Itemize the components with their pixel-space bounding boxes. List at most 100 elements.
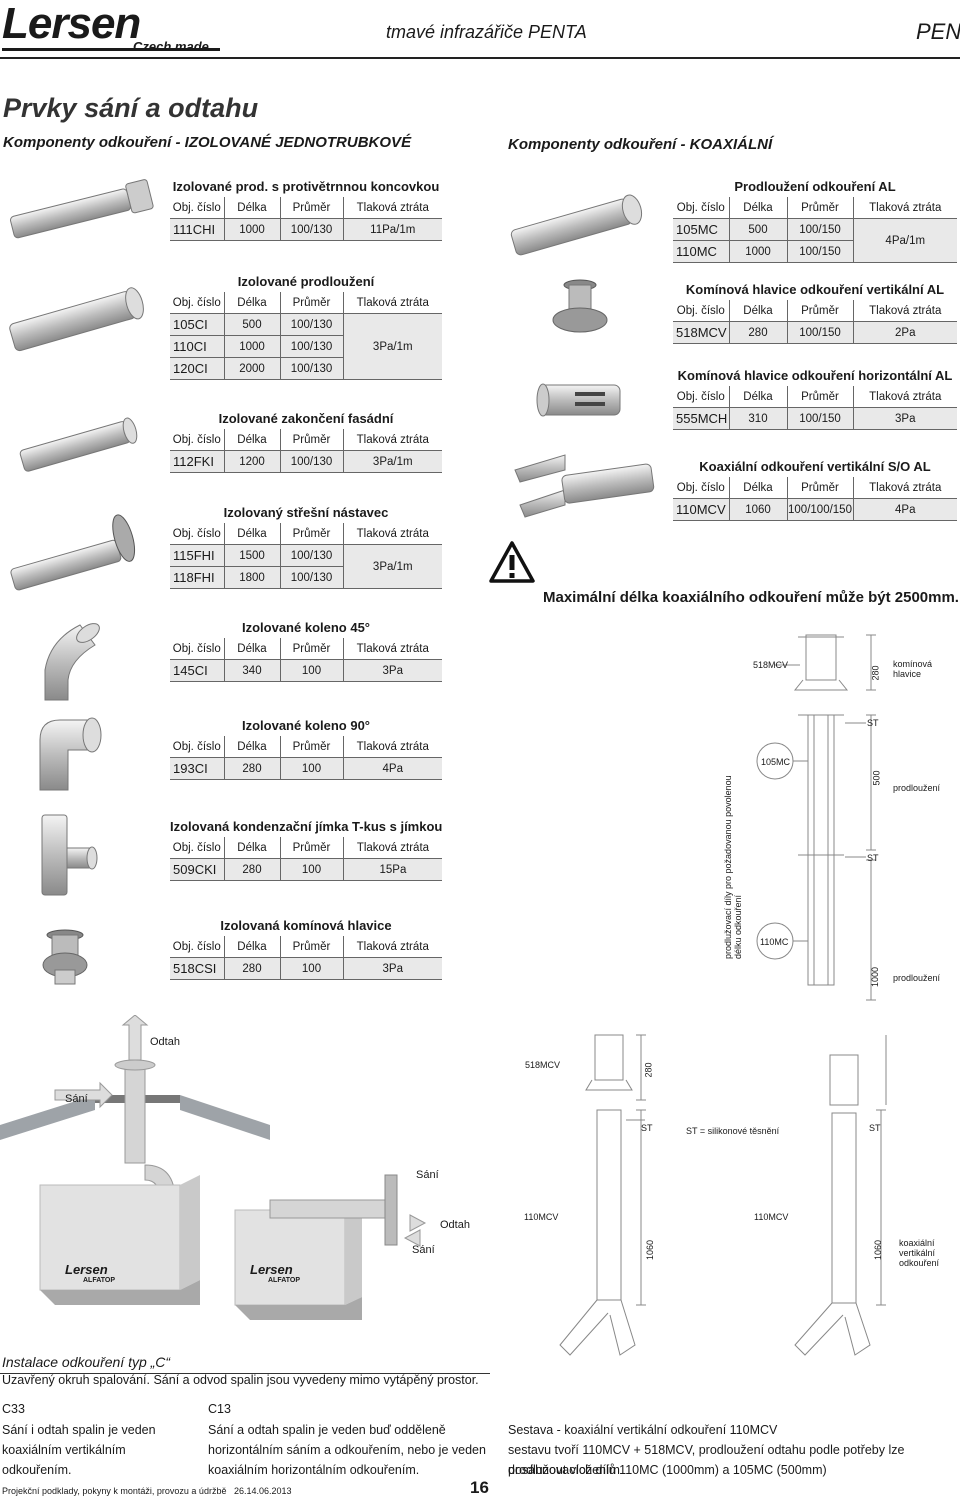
elbow-45-image	[44, 623, 100, 701]
label-st-legend: ST = silikonové těsnění	[686, 1126, 780, 1136]
unit-sub-2: ALFATOP	[268, 1277, 301, 1284]
col-loss: Tlaková ztráta	[343, 736, 442, 758]
col-loss: Tlaková ztráta	[853, 300, 957, 322]
label-b-pipe-desc: koaxiální vertikální odkouření	[899, 1238, 940, 1268]
col-obj: Obj. číslo	[673, 300, 730, 322]
row-dia: 100/130	[280, 218, 344, 241]
table-vertical-head: Komínová hlavice odkouření vertikální AL…	[673, 278, 957, 344]
set-line-2: prodlužovacích dílů 110MC (1000mm) a 105…	[508, 1463, 827, 1477]
so-pipe-image	[514, 454, 655, 518]
col-dia: Průměr	[280, 936, 344, 958]
page-title: Prvky sání a odtahu	[3, 93, 259, 123]
table-title: Koaxiální odkouření vertikální S/O AL	[699, 458, 931, 474]
c33-title: C33	[2, 1402, 25, 1416]
col-obj: Obj. číslo	[170, 523, 225, 545]
col-dia: Průměr	[280, 837, 344, 859]
col-dia: Průměr	[280, 736, 344, 758]
table-title: Komínová hlavice odkouření horizontální …	[677, 367, 953, 383]
col-obj: Obj. číslo	[673, 197, 730, 219]
row-dia: 100/130	[280, 357, 344, 380]
col-len: Délka	[224, 837, 281, 859]
c13-line-1: Sání a odtah spalin je veden buď oddělen…	[208, 1423, 446, 1437]
row-loss: 3Pa/1m	[343, 450, 442, 473]
table-111chi: Izolované prod. s protivětrnnou koncovko…	[170, 175, 442, 241]
table-title: Prodloužení odkouření AL	[734, 178, 896, 194]
row-len: 1800	[224, 566, 281, 589]
product-code: PEN	[916, 19, 960, 44]
row-code: 111CHI	[170, 218, 225, 241]
row-code: 193CI	[170, 757, 225, 780]
row-loss: 4Pa/1m	[853, 218, 957, 263]
table-title: Izolované zakončení fasádní	[218, 410, 394, 426]
row-len: 280	[729, 321, 788, 344]
label-head-desc: komínová hlavice	[893, 659, 933, 679]
page-number: 16	[470, 1478, 489, 1497]
row-dia: 100/150	[787, 240, 854, 263]
col-obj: Obj. číslo	[170, 197, 225, 219]
label-odtah-2: Odtah	[440, 1219, 470, 1231]
product-images-left	[9, 179, 154, 985]
col-dia: Průměr	[787, 386, 854, 408]
col-dia: Průměr	[787, 477, 854, 499]
set-title: Sestava - koaxiální vertikální odkouření…	[508, 1423, 778, 1437]
row-dia: 100	[280, 957, 344, 980]
row-len: 500	[729, 218, 788, 241]
col-dia: Průměr	[280, 523, 344, 545]
col-len: Délka	[224, 292, 281, 314]
label-ext1-len: 500	[871, 770, 882, 786]
row-code: 110MC	[673, 240, 730, 263]
label-ext2-len: 1000	[870, 966, 881, 988]
set-line-1: sestavu tvoří 110MCV + 518MCV, prodlouže…	[508, 1443, 905, 1477]
row-dia: 100	[280, 757, 344, 780]
col-loss: Tlaková ztráta	[853, 197, 957, 219]
col-loss: Tlaková ztráta	[343, 837, 443, 859]
pipe-112fki-image	[19, 417, 138, 472]
row-len: 1000	[729, 240, 788, 263]
row-loss: 3Pa	[343, 957, 442, 980]
col-len: Délka	[224, 197, 281, 219]
table-title: Izolovaná kondenzační jímka T-kus s jímk…	[170, 818, 443, 834]
col-len: Délka	[224, 429, 281, 451]
unit-logo-2: Lersen	[250, 1262, 293, 1277]
table-title: Izolované prodloužení	[237, 273, 375, 289]
table-coax-vertical: Koaxiální odkouření vertikální S/O AL Ob…	[673, 455, 957, 521]
left-section-title: Komponenty odkouření - IZOLOVANÉ JEDNOTR…	[3, 134, 412, 151]
right-section-title: Komponenty odkouření - KOAXIÁLNÍ	[508, 136, 773, 153]
label-st-2: ST	[867, 853, 879, 863]
label-ext2: 110MC	[760, 937, 789, 947]
label-ext1: 105MC	[761, 757, 791, 767]
row-code: 518CSI	[170, 957, 225, 980]
install-type-title: Instalace odkouření typ „C“	[2, 1354, 171, 1370]
t-piece-image	[41, 814, 98, 896]
row-dia: 100/150	[787, 218, 854, 241]
c33-line-2: koaxiálním vertikálním	[2, 1443, 126, 1457]
row-dia: 100/130	[280, 450, 344, 473]
row-len: 1000	[224, 335, 281, 358]
table-title: Izolované koleno 90°	[241, 717, 370, 733]
row-len: 1060	[729, 498, 788, 521]
col-len: Délka	[224, 936, 281, 958]
row-len: 280	[224, 757, 281, 780]
label-sani-1: Sání	[65, 1093, 88, 1105]
label-head-len: 280	[870, 665, 881, 681]
label-b-st-2: ST	[869, 1123, 881, 1133]
horizontal-head-image	[536, 383, 621, 417]
c13-title: C13	[208, 1402, 231, 1416]
row-len: 2000	[224, 357, 281, 380]
label-b-pipe-len-1: 1060	[645, 1239, 656, 1261]
label-b-head: 518MCV	[525, 1060, 561, 1070]
label-vertical-note: prodlužovací díly pro požadovanou povole…	[723, 775, 743, 959]
row-code: 105CI	[170, 313, 225, 336]
row-loss: 3Pa/1m	[343, 313, 442, 380]
c13-line-3: koaxiálním horizontálním odkouřením.	[208, 1463, 420, 1477]
pipe-111chi-image	[10, 179, 154, 239]
label-b-st-1: ST	[641, 1123, 653, 1133]
col-len: Délka	[729, 197, 788, 219]
col-loss: Tlaková ztráta	[343, 936, 442, 958]
schematic-vertical-assembly	[756, 634, 876, 1001]
row-dia: 100/100/150	[787, 498, 854, 521]
